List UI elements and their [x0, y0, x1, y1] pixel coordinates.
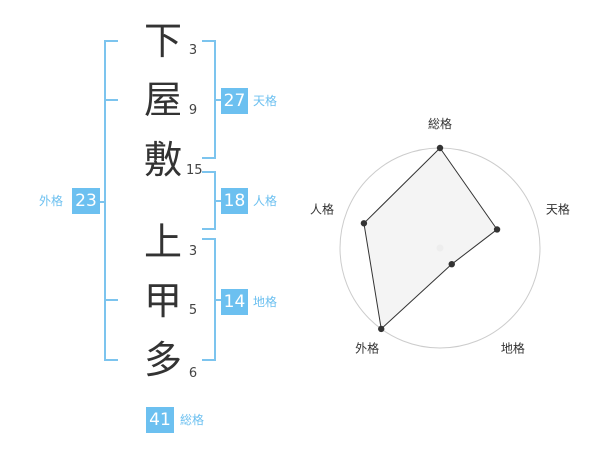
name-char-2: 屋	[143, 78, 182, 122]
bracket-tick	[104, 99, 118, 101]
radar-axis-label: 外格	[355, 340, 379, 355]
radar-axis-label: 人格	[310, 202, 334, 217]
tenkaku-bracket	[202, 40, 216, 159]
bracket-tick	[215, 99, 221, 101]
gaikaku-label: 外格	[39, 194, 64, 208]
stroke-count-2: 9	[188, 103, 198, 118]
bracket-tick	[96, 201, 105, 203]
name-char-1: 下	[143, 19, 182, 63]
name-char-6: 多	[143, 338, 182, 382]
jinkaku-label: 人格	[253, 194, 278, 208]
chikaku-score: 14	[221, 289, 248, 315]
soukaku-score: 41	[146, 407, 174, 433]
jinkaku-bracket	[202, 171, 216, 230]
radar-axis-label: 地格	[501, 340, 525, 355]
bracket-tick	[104, 299, 118, 301]
name-char-4: 上	[143, 220, 182, 264]
radar-point	[360, 220, 368, 227]
radar-point	[378, 325, 385, 333]
stroke-count-1: 3	[188, 43, 198, 58]
stroke-count-4: 3	[188, 244, 198, 259]
chikaku-label: 地格	[253, 295, 278, 309]
radar-points	[360, 144, 501, 333]
radar-axis-label: 総格	[428, 116, 452, 131]
jinkaku-score: 18	[221, 188, 248, 214]
gaikaku-score: 23	[72, 188, 100, 214]
stroke-count-6: 6	[188, 366, 198, 381]
name-char-5: 甲	[143, 279, 182, 323]
soukaku-label: 総格	[180, 413, 205, 427]
bracket-tick	[215, 299, 221, 301]
gaikaku-bracket	[104, 40, 118, 361]
radar-point	[493, 226, 501, 233]
chikaku-bracket	[202, 238, 216, 361]
radar-axis-label: 天格	[546, 202, 570, 217]
bracket-tick	[215, 200, 221, 202]
stroke-count-3: 15	[186, 163, 203, 178]
stroke-count-5: 5	[188, 303, 198, 318]
tenkaku-score: 27	[221, 88, 248, 114]
radar-point	[448, 260, 455, 268]
radar-point	[436, 144, 444, 152]
name-char-3: 敷	[143, 138, 182, 182]
tenkaku-label: 天格	[253, 94, 278, 108]
radar-area	[363, 147, 498, 330]
